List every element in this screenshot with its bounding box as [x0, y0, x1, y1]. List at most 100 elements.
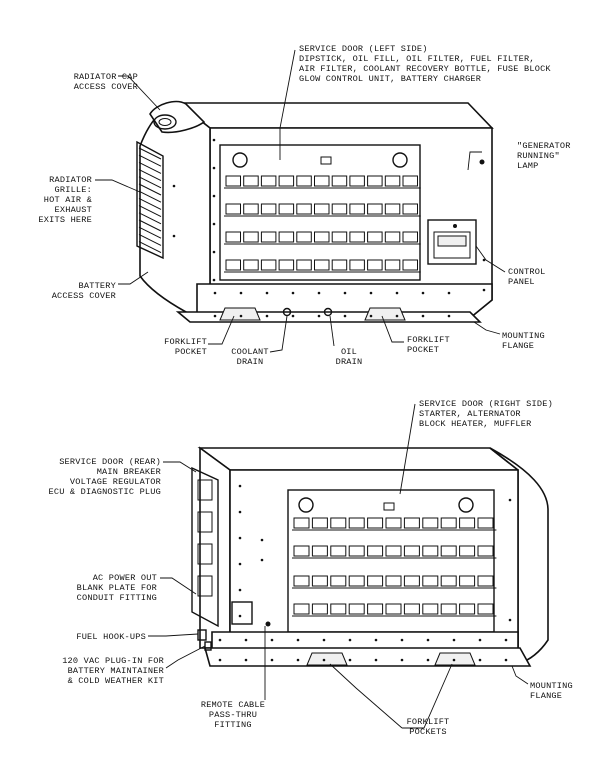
rivet — [218, 638, 222, 642]
louver — [367, 575, 384, 587]
rivet — [238, 536, 242, 540]
louver — [459, 545, 476, 557]
rivet — [212, 138, 216, 142]
louver — [367, 259, 383, 271]
rivet — [374, 658, 378, 662]
rivet — [395, 314, 399, 318]
rivet — [296, 658, 300, 662]
louver — [403, 575, 420, 587]
louver — [330, 603, 347, 615]
oil-drain-icon — [323, 307, 333, 317]
rivet — [369, 291, 373, 295]
rivet — [260, 538, 264, 542]
coolant-drain-icon — [282, 307, 292, 317]
louver — [331, 259, 348, 271]
rivet — [238, 614, 242, 618]
louver — [311, 575, 328, 587]
louver — [348, 603, 365, 615]
rivet — [172, 234, 176, 238]
rivet — [265, 314, 269, 318]
rivet — [238, 588, 242, 592]
louver — [296, 231, 312, 243]
louver — [314, 231, 330, 243]
louver — [330, 575, 347, 587]
rivet — [400, 638, 404, 642]
rivet — [508, 498, 512, 502]
louver — [311, 517, 328, 529]
rivet — [421, 291, 425, 295]
rivet — [270, 658, 274, 662]
louver — [331, 231, 348, 243]
rivet — [374, 638, 378, 642]
rear-door-latch-icon — [197, 575, 213, 597]
louver — [385, 517, 402, 529]
louver — [348, 545, 365, 557]
rivet — [482, 288, 486, 292]
label-service-door-right: SERVICE DOOR (RIGHT SIDE)STARTER, ALTERN… — [419, 399, 553, 429]
louver — [278, 175, 295, 187]
louver — [293, 603, 310, 615]
label-fuel-hookups: FUEL HOOK-UPS — [76, 632, 146, 642]
rivet — [343, 291, 347, 295]
rivet — [239, 291, 243, 295]
rivet — [212, 166, 216, 170]
leader-lines-bottom — [148, 403, 529, 729]
louver — [331, 203, 348, 215]
rivet — [291, 291, 295, 295]
louver — [459, 575, 476, 587]
rivet — [426, 638, 430, 642]
louver — [348, 517, 365, 529]
rivet — [504, 658, 508, 662]
rivet — [343, 314, 347, 318]
generator-right-side-view — [191, 446, 549, 667]
louver — [402, 231, 418, 243]
rivet — [348, 658, 352, 662]
rivet — [452, 658, 456, 662]
louver — [402, 203, 418, 215]
door-latch-icon — [232, 152, 248, 168]
generator-left-side-view — [136, 100, 494, 323]
louver — [225, 175, 241, 187]
louver — [314, 259, 330, 271]
rivet — [421, 314, 425, 318]
rivet — [508, 618, 512, 622]
rear-door-latch-icon — [197, 511, 213, 533]
louver — [314, 203, 330, 215]
louver — [367, 203, 383, 215]
rivet — [238, 510, 242, 514]
louver — [278, 259, 295, 271]
leader-lines-top — [95, 49, 506, 353]
rivet — [322, 638, 326, 642]
louver — [403, 603, 420, 615]
louver — [459, 517, 476, 529]
louver — [349, 203, 365, 215]
rivet — [426, 658, 430, 662]
louver — [367, 231, 383, 243]
rivet — [218, 658, 222, 662]
louver — [440, 517, 457, 529]
rivet — [317, 291, 321, 295]
louver — [384, 175, 401, 187]
label-service-door-left: SERVICE DOOR (LEFT SIDE)DIPSTICK, OIL FI… — [299, 44, 551, 84]
door-latch-icon — [298, 497, 314, 513]
rivet — [212, 250, 216, 254]
louver — [293, 517, 310, 529]
louver — [422, 545, 439, 557]
louver — [477, 517, 494, 529]
rivet — [395, 291, 399, 295]
louver — [422, 517, 439, 529]
rivet — [447, 314, 451, 318]
service-door-left — [219, 144, 421, 281]
rivet — [504, 638, 508, 642]
door-latch-icon — [458, 497, 474, 513]
ac-power-blank-plate — [231, 601, 253, 625]
louver — [311, 545, 328, 557]
rivet — [213, 314, 217, 318]
